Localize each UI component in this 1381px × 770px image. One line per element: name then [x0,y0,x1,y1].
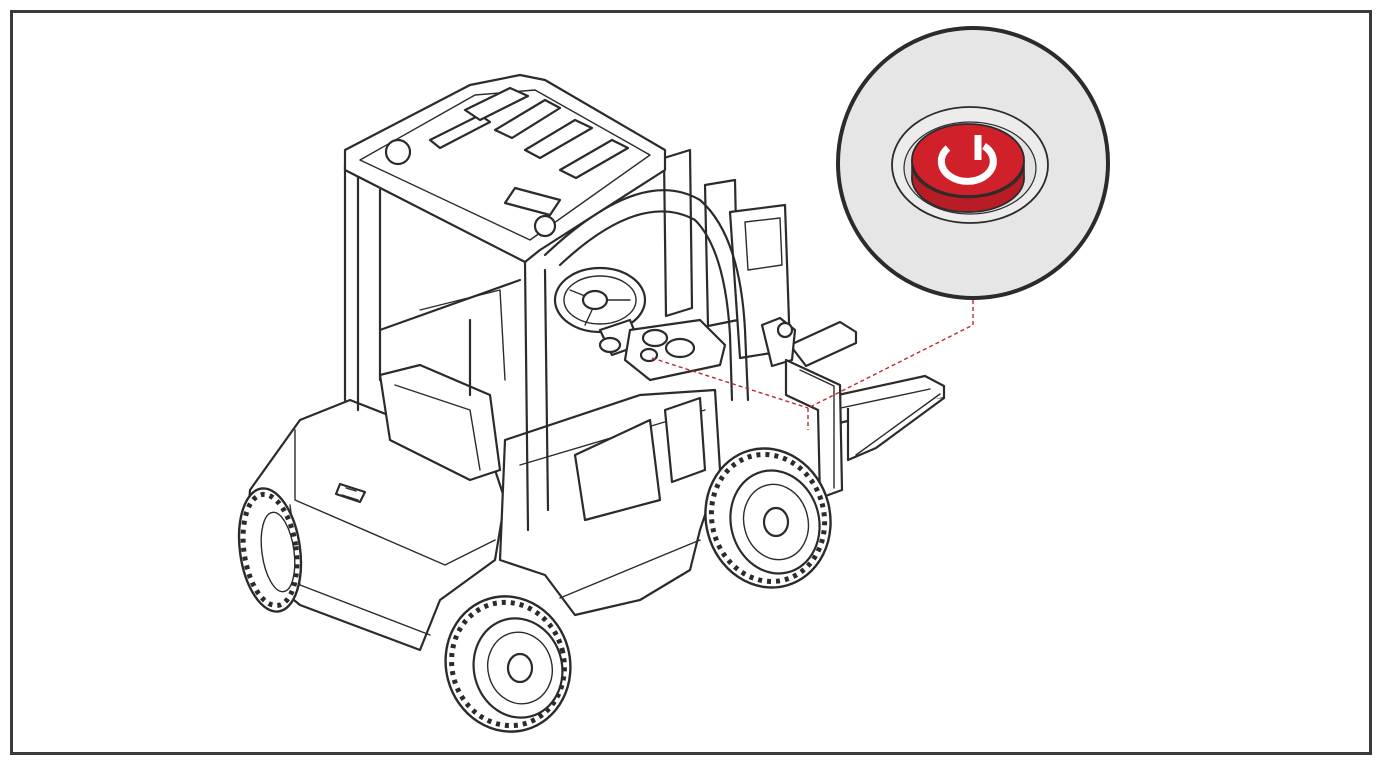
power-symbol-icon [937,135,997,185]
chassis [498,388,722,617]
diagram-frame [10,10,1372,755]
overhead-guard [343,73,750,532]
callout-leader-lines [651,300,974,430]
forks [788,320,946,462]
rear-left-wheel [237,487,303,613]
front-right-wheel [704,447,832,589]
power-button-callout [836,26,1110,300]
front-left-wheel [444,595,572,733]
steering-wheel [553,266,727,382]
